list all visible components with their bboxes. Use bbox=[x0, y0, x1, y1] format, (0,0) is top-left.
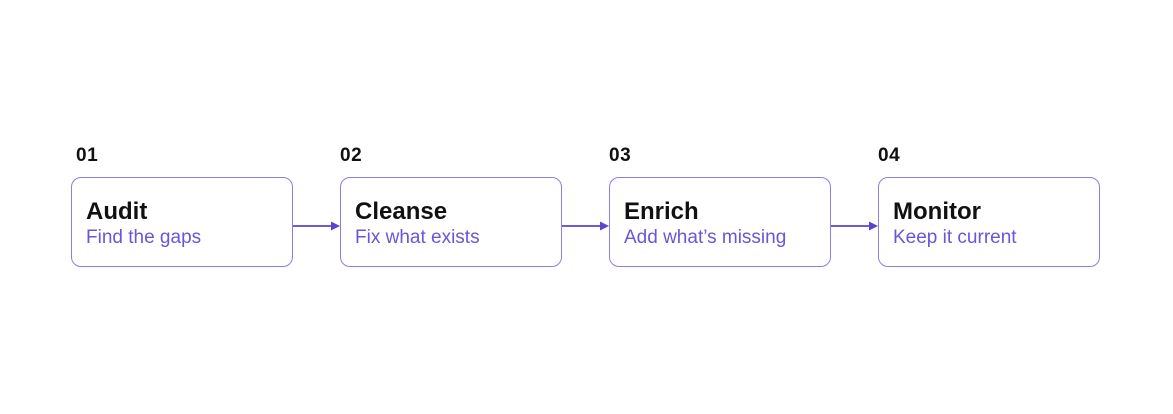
arrow-right-icon bbox=[831, 221, 878, 231]
step-number-1: 01 bbox=[76, 145, 99, 166]
arrow-connector-3 bbox=[831, 220, 879, 232]
arrow-right-icon bbox=[293, 221, 340, 231]
step-box-audit: Audit Find the gaps bbox=[71, 177, 293, 267]
step-box-cleanse: Cleanse Fix what exists bbox=[340, 177, 562, 267]
step-subtitle-monitor: Keep it current bbox=[893, 227, 1017, 248]
step-title-enrich: Enrich bbox=[624, 198, 699, 225]
step-subtitle-enrich: Add what’s missing bbox=[624, 227, 787, 248]
step-number-2: 02 bbox=[340, 145, 363, 166]
step-number-4: 04 bbox=[878, 145, 901, 166]
step-subtitle-cleanse: Fix what exists bbox=[355, 227, 480, 248]
arrow-right-icon bbox=[562, 221, 609, 231]
step-title-audit: Audit bbox=[86, 198, 148, 225]
arrow-connector-2 bbox=[562, 220, 610, 232]
arrow-connector-1 bbox=[293, 220, 341, 232]
step-box-enrich: Enrich Add what’s missing bbox=[609, 177, 831, 267]
step-title-cleanse: Cleanse bbox=[355, 198, 448, 225]
step-number-3: 03 bbox=[609, 145, 632, 166]
step-title-monitor: Monitor bbox=[893, 198, 981, 225]
step-subtitle-audit: Find the gaps bbox=[86, 227, 202, 248]
step-box-monitor: Monitor Keep it current bbox=[878, 177, 1100, 267]
